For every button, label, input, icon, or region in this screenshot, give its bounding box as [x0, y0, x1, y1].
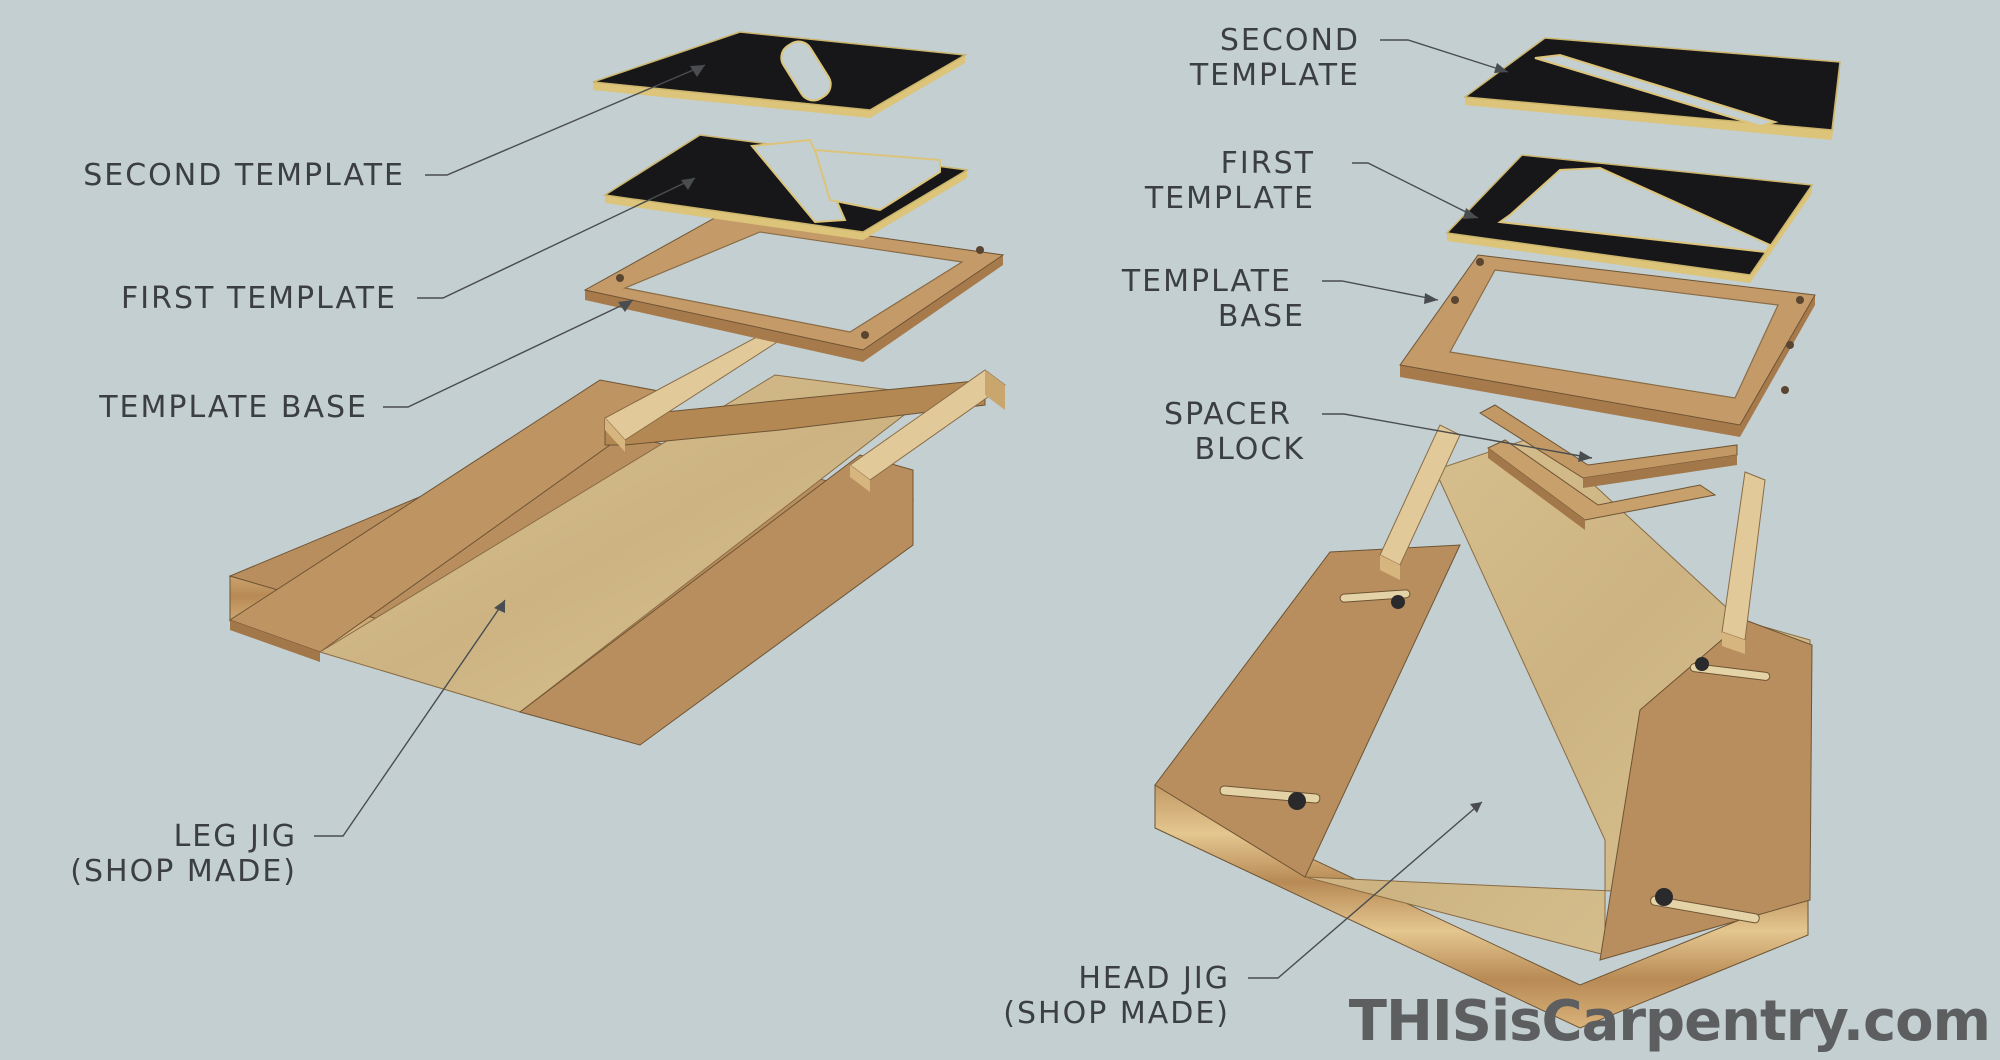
left-template-base [583, 214, 1005, 362]
left-second-template-slot [780, 40, 832, 102]
right-first-template-window [1497, 166, 1772, 254]
label-right-first-template-line2: TEMPLATE [1144, 181, 1315, 216]
label-head-jig-line2: (SHOP MADE) [1003, 996, 1230, 1031]
label-spacer-block-line2: BLOCK [1195, 432, 1305, 467]
head-jig-bolt-2 [1288, 792, 1306, 810]
right-second-template [1462, 37, 1841, 140]
leader-lines [314, 39, 1593, 979]
left-labels: SECOND TEMPLATE FIRST TEMPLATE TEMPLATE … [70, 158, 405, 889]
right-first-template [1445, 154, 1814, 283]
head-jig-bolt-1 [1391, 595, 1405, 609]
leader-right-second-template [1380, 39, 1509, 73]
head-jig-slot-3 [1689, 663, 1771, 681]
label-left-first-template: FIRST TEMPLATE [121, 281, 397, 316]
leader-head-jig [1248, 801, 1483, 979]
right-template-base [1399, 254, 1816, 437]
leader-leg-jig [314, 599, 506, 837]
leg-jig [228, 329, 1006, 746]
spacer-block [1479, 404, 1738, 530]
leader-spacer-block [1322, 413, 1593, 459]
label-head-jig-line1: HEAD JIG [1078, 961, 1230, 996]
left-first-template-slot [750, 138, 847, 224]
leader-arrowheads [494, 63, 1592, 813]
label-left-template-base: TEMPLATE BASE [98, 390, 368, 425]
head-jig [1154, 424, 1813, 1029]
label-right-template-base-line2: BASE [1218, 299, 1305, 334]
label-right-second-template-line1: SECOND [1220, 23, 1360, 58]
label-right-first-template-line1: FIRST [1221, 146, 1315, 181]
left-second-template-plate [592, 31, 968, 111]
left-first-template-window [813, 148, 941, 212]
leader-left-first-template [417, 177, 696, 299]
head-jig-right-rail [1721, 471, 1766, 641]
label-left-second-template: SECOND TEMPLATE [83, 158, 405, 193]
label-leg-jig-line2: (SHOP MADE) [70, 854, 297, 889]
head-jig-bolt-3 [1695, 657, 1709, 671]
left-first-template [602, 134, 970, 240]
label-right-second-template-line2: TEMPLATE [1189, 58, 1360, 93]
label-leg-jig-line1: LEG JIG [174, 819, 297, 854]
left-second-template [592, 31, 968, 118]
leader-right-template-base [1322, 280, 1439, 301]
leader-left-second-template [425, 64, 706, 176]
right-second-template-slot [1534, 53, 1779, 128]
leg-jig-right-strip [518, 454, 914, 746]
watermark-logo: THISisCarpentry.com [1349, 989, 1990, 1054]
head-jig-bolt-4 [1655, 888, 1673, 906]
leader-right-first-template [1352, 162, 1479, 219]
leader-left-template-base [383, 299, 634, 408]
right-template-base-opening [1449, 269, 1779, 399]
right-labels: SECOND TEMPLATE FIRST TEMPLATE TEMPLATE … [1003, 23, 1360, 1031]
label-spacer-block-line1: SPACER [1164, 397, 1292, 432]
head-jig-slot-1 [1339, 589, 1411, 603]
label-right-template-base-line1: TEMPLATE [1121, 264, 1292, 299]
head-jig-right-plate [1599, 619, 1813, 961]
head-jig-slot-4 [1650, 895, 1760, 924]
left-template-base-opening [622, 231, 964, 333]
